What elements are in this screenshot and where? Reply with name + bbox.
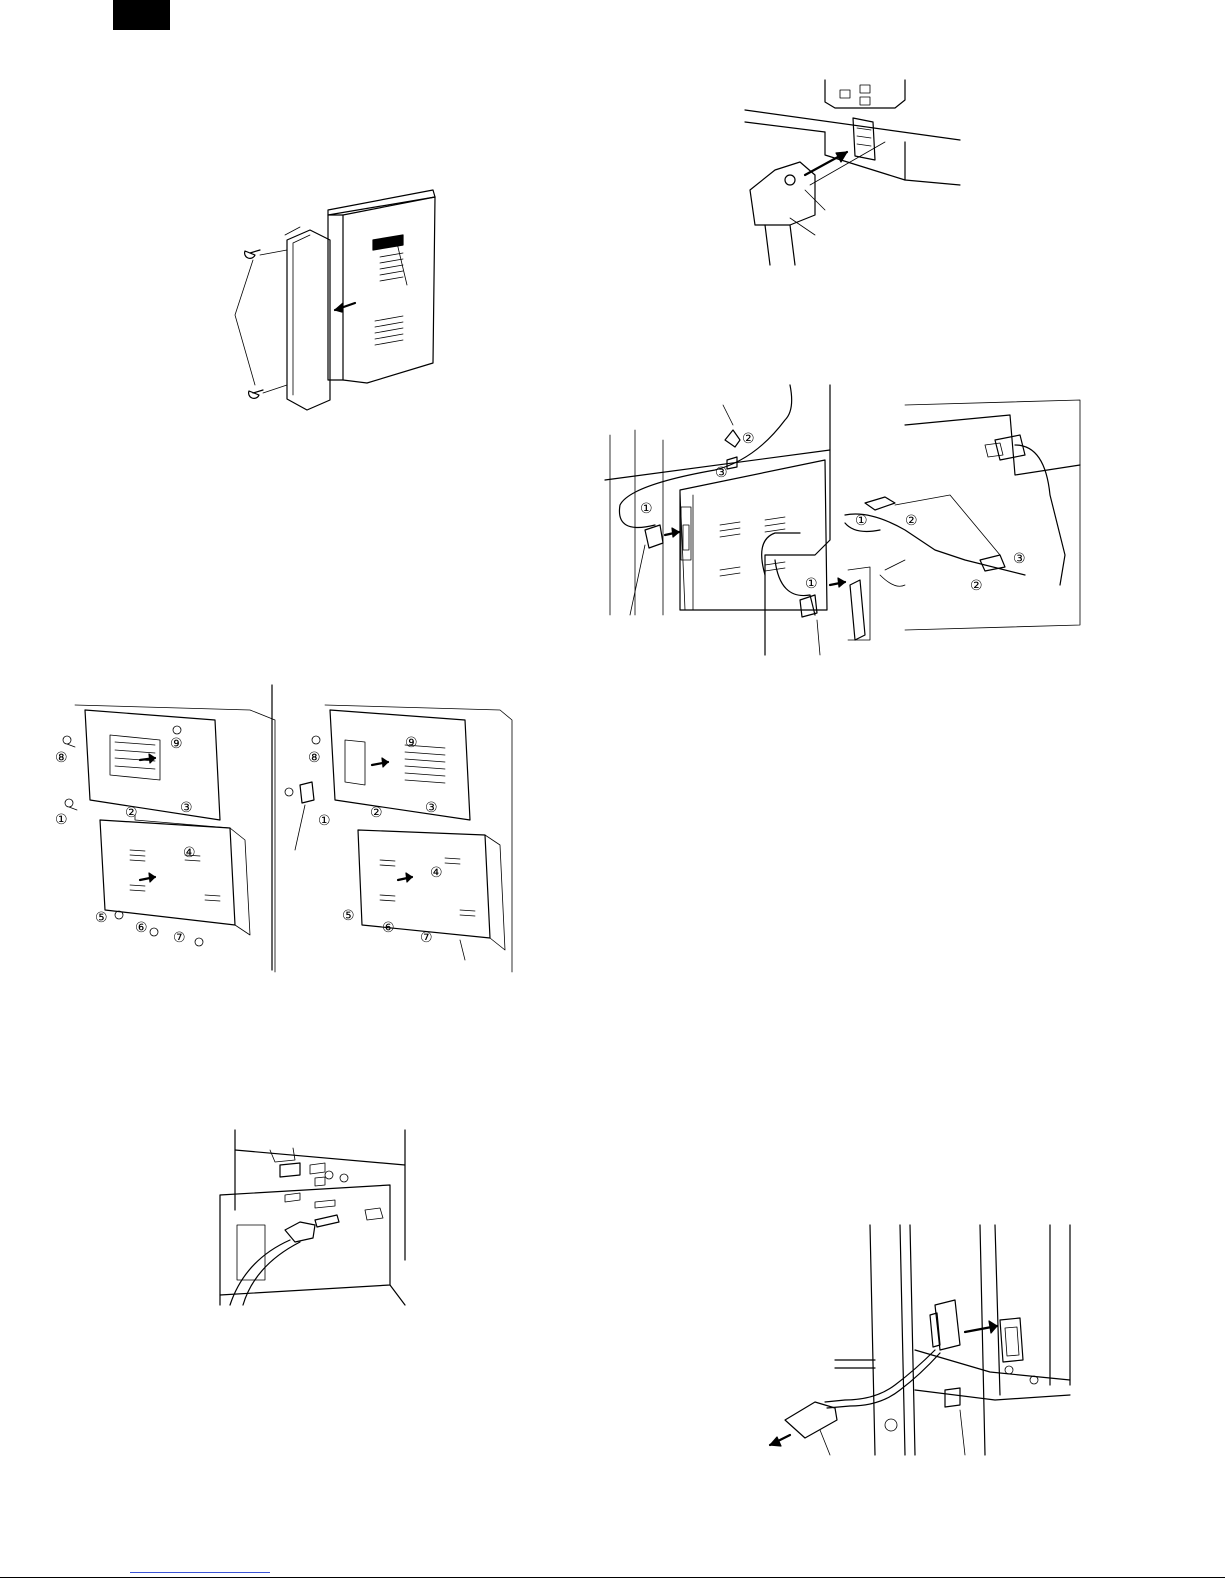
cable-routing-figure: ① ② ③ ① ① ② ② ③ [605, 385, 1080, 655]
rear-b-callout-6: ⑥ [382, 920, 395, 936]
figure-divider-line [270, 685, 274, 970]
right-callout-2b: ② [970, 578, 983, 594]
rear-b-callout-3: ③ [425, 800, 438, 816]
rear-a-callout-8: ⑧ [55, 750, 68, 766]
page-corner-tab [113, 0, 170, 30]
rear-b-callout-9: ⑨ [405, 735, 418, 751]
rear-b-callout-2: ② [370, 805, 383, 821]
interface-cable-figure [215, 1130, 410, 1305]
connector-insert-figure [745, 80, 965, 265]
callout-3: ③ [715, 465, 728, 481]
side-cover-removal-figure [225, 185, 445, 410]
footer-link-underline[interactable] [130, 1572, 270, 1573]
callout-2: ② [742, 431, 755, 447]
rear-a-callout-9: ⑨ [170, 736, 183, 752]
right-callout-2a: ① [855, 513, 868, 529]
rear-b-callout-1: ① [318, 813, 331, 829]
footer-rule [0, 1577, 1225, 1578]
rear-a-callout-7: ⑦ [173, 930, 186, 946]
rear-a-callout-2: ② [125, 805, 138, 821]
rear-covers-figure-a: ⑧ ⑨ ① ② ③ ④ ⑤ ⑥ ⑦ [55, 700, 280, 972]
rear-a-callout-3: ③ [180, 800, 193, 816]
right-callout-3b: ③ [1013, 551, 1026, 567]
rear-covers-figure-b: ⑧ ⑨ ① ② ③ ④ ⑤ ⑥ ⑦ [280, 700, 515, 972]
parallel-cable-removal-figure [765, 1220, 1075, 1460]
callout-1: ① [640, 501, 653, 517]
rear-b-callout-5: ⑤ [342, 908, 355, 924]
rear-b-callout-4: ④ [430, 865, 443, 881]
right-callout-3a: ② [905, 513, 918, 529]
rear-a-callout-6: ⑥ [135, 920, 148, 936]
rear-a-callout-1: ① [55, 812, 68, 828]
inset-callout-1: ① [805, 576, 818, 592]
rear-a-callout-4: ④ [183, 845, 196, 861]
rear-a-callout-5: ⑤ [95, 910, 108, 926]
rear-b-callout-7: ⑦ [420, 930, 433, 946]
rear-b-callout-8: ⑧ [308, 750, 321, 766]
